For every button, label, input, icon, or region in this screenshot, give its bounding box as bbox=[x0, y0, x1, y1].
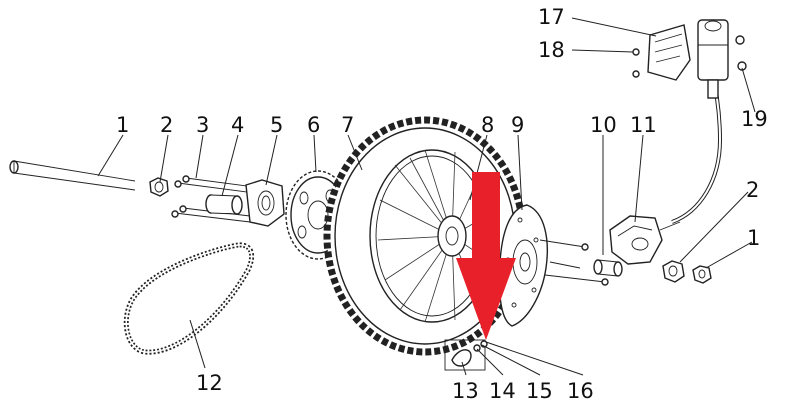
label-1-right: 1 bbox=[747, 226, 760, 250]
label-18: 18 bbox=[538, 38, 565, 62]
brake-hose bbox=[671, 89, 723, 224]
label-2-right: 2 bbox=[746, 178, 759, 202]
red-pointer-arrow bbox=[456, 172, 516, 340]
disc-bolts bbox=[539, 239, 609, 286]
label-6: 6 bbox=[307, 113, 320, 137]
right-spacer bbox=[593, 259, 623, 277]
wheel-spacer bbox=[205, 194, 243, 215]
lock-plate bbox=[245, 179, 285, 227]
label-16: 16 bbox=[567, 379, 594, 403]
axle-nut-left bbox=[149, 177, 169, 197]
label-19: 19 bbox=[741, 107, 768, 131]
axle bbox=[9, 160, 136, 191]
label-1: 1 bbox=[116, 113, 129, 137]
label-2: 2 bbox=[160, 113, 173, 137]
label-8: 8 bbox=[481, 113, 494, 137]
label-3: 3 bbox=[196, 113, 209, 137]
drive-chain bbox=[123, 242, 255, 355]
label-5: 5 bbox=[270, 113, 283, 137]
part-labels: 1 2 3 4 5 6 7 8 9 10 11 2 1 12 13 14 15 … bbox=[116, 5, 768, 403]
label-4: 4 bbox=[231, 113, 244, 137]
axle-nut-right bbox=[662, 260, 685, 283]
brake-disc bbox=[498, 204, 548, 327]
axle-cap-right bbox=[692, 265, 712, 284]
label-11: 11 bbox=[630, 113, 657, 137]
label-17: 17 bbox=[538, 5, 565, 29]
red-arrow-shape bbox=[456, 172, 516, 340]
small-parts-group bbox=[444, 339, 488, 371]
label-9: 9 bbox=[511, 113, 524, 137]
brake-caliper bbox=[609, 215, 681, 265]
label-14: 14 bbox=[489, 379, 516, 403]
wheel-hub bbox=[437, 215, 467, 257]
label-7: 7 bbox=[341, 113, 354, 137]
label-10: 10 bbox=[590, 113, 617, 137]
label-13: 13 bbox=[452, 379, 479, 403]
label-12: 12 bbox=[196, 371, 223, 395]
master-cylinder-assembly bbox=[632, 19, 747, 99]
leader-lines bbox=[97, 17, 756, 376]
label-15: 15 bbox=[526, 379, 553, 403]
